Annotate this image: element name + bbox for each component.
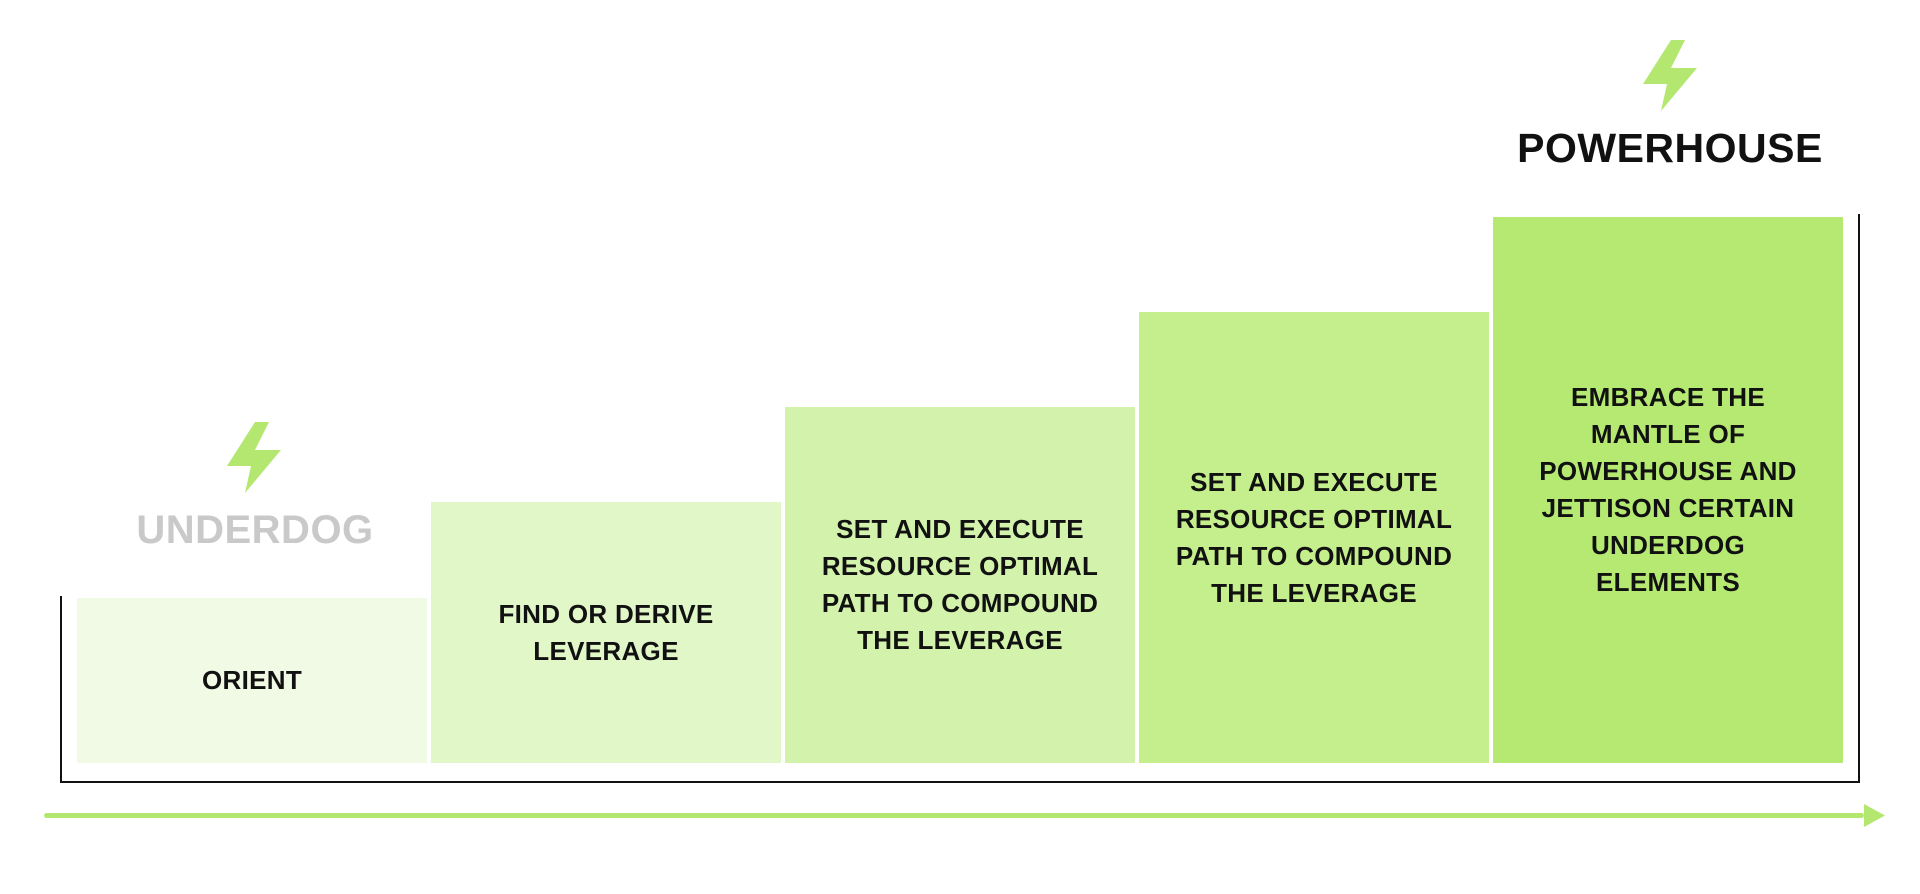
step-find-leverage: FIND OR DERIVE LEVERAGE (431, 502, 781, 763)
frame-left-line (60, 596, 62, 783)
step-embrace-powerhouse: EMBRACE THE MANTLE OF POWERHOUSE AND JET… (1493, 217, 1843, 763)
step-label: SET AND EXECUTE RESOURCE OPTIMAL PATH TO… (1175, 466, 1453, 608)
frame-right-line (1858, 214, 1860, 783)
step-execute-path-2: SET AND EXECUTE RESOURCE OPTIMAL PATH TO… (1139, 312, 1489, 763)
step-execute-path-1: SET AND EXECUTE RESOURCE OPTIMAL PATH TO… (785, 407, 1135, 763)
underdog-label: UNDERDOG (136, 508, 374, 552)
step-label: SET AND EXECUTE RESOURCE OPTIMAL PATH TO… (821, 514, 1099, 655)
progress-arrow (44, 804, 1885, 827)
step-label: FIND OR DERIVE LEVERAGE (498, 598, 714, 666)
frame-baseline (60, 781, 1860, 783)
step-orient: ORIENT (77, 598, 427, 763)
step-label: ORIENT (201, 665, 303, 695)
lightning-bolt-icon (1643, 40, 1697, 111)
step-label: EMBRACE THE MANTLE OF POWERHOUSE AND JET… (1539, 382, 1797, 597)
lightning-bolt-icon (227, 422, 281, 493)
powerhouse-label: POWERHOUSE (1517, 125, 1823, 171)
